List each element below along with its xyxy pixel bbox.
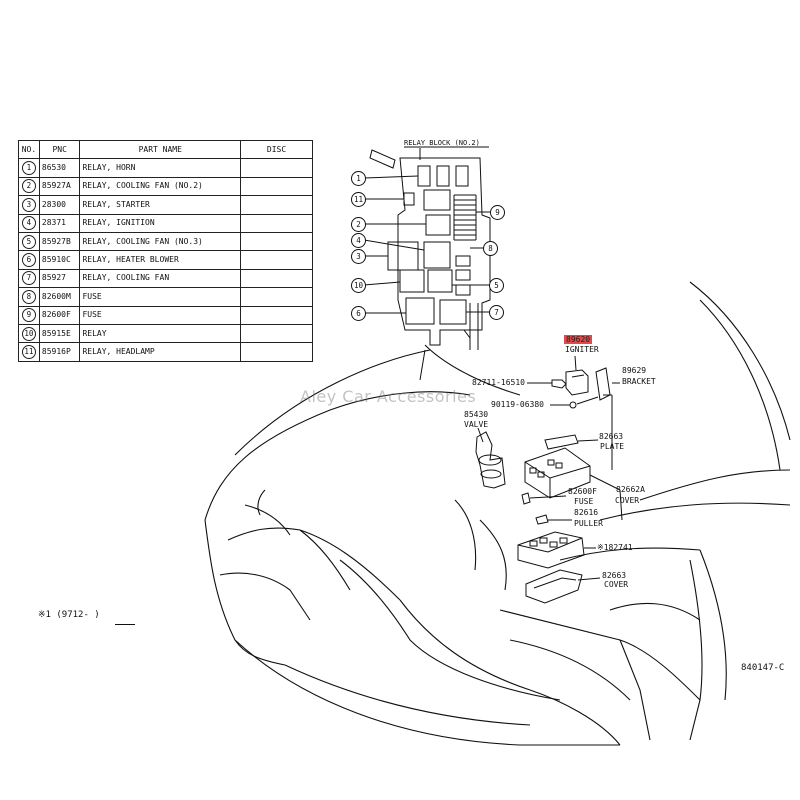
relay-block-latch [369, 149, 396, 169]
row-disc [240, 342, 313, 362]
relay-callout: 4 [351, 233, 366, 248]
row-number: 11 [18, 342, 40, 362]
footnote: ※1 (9712- ) [38, 610, 100, 620]
nut-pnc: 90119-06380 [491, 400, 544, 409]
puller [535, 514, 549, 525]
row-number-circle: 7 [21, 271, 36, 286]
row-number-circle: 5 [21, 234, 36, 249]
fuse-label: FUSE [574, 497, 594, 506]
row-number: 1 [18, 158, 40, 178]
cover-b-pnc: 82663 [602, 571, 627, 580]
bracket-pnc: 89629 [622, 366, 647, 375]
fuse [521, 492, 531, 505]
valve-pnc: 85430 [464, 410, 489, 419]
relay-callout-leaders [363, 175, 490, 314]
lower-cover [525, 569, 601, 604]
igniter [565, 369, 589, 396]
row-pnc: 85916P [38, 342, 81, 362]
igniter-assembly [527, 355, 620, 470]
row-number-circle: 2 [21, 179, 36, 194]
relay-callout: 8 [483, 241, 498, 256]
fuse-block [517, 531, 596, 569]
row-number-circle: 9 [21, 308, 36, 323]
block-pnc: ※182741 [597, 543, 633, 552]
igniter-pnc-highlight: 89620 [564, 335, 593, 344]
relay-callout: 10 [351, 278, 366, 293]
relay-callout: 1 [351, 171, 366, 186]
relay-callout: 2 [351, 217, 366, 232]
vehicle-outline [204, 281, 791, 746]
relay-callout: 6 [351, 306, 366, 321]
relay-block-fuse-strip [453, 194, 477, 241]
bolt [551, 379, 567, 389]
puller-pnc: 82616 [574, 508, 599, 517]
relay-callout: 9 [490, 205, 505, 220]
row-number-circle: 4 [21, 216, 36, 231]
igniter-pnc: 89620 [564, 335, 593, 344]
table-header-row: NO. PNC PART NAME DISC [18, 139, 313, 160]
row-number-circle: 6 [21, 253, 36, 268]
relay-callout: 7 [489, 305, 504, 320]
row-number-circle: 10 [21, 326, 36, 341]
row-number-circle: 1 [21, 161, 36, 176]
watermark: Aley Car Accessories [300, 387, 477, 406]
bolt-pnc: 82711-16510 [472, 378, 525, 387]
row-number: 4 [18, 213, 40, 233]
footnote-underline [115, 624, 135, 625]
plate-label: PLATE [600, 442, 625, 451]
bracket-label: BRACKET [622, 377, 656, 386]
cover-a-pnc: 82662A [616, 485, 645, 494]
cover-a-label: COVER [615, 496, 640, 505]
plate [544, 434, 579, 450]
nut [569, 401, 577, 409]
relay-block-housing [397, 157, 491, 346]
plate-pnc: 82663 [599, 432, 624, 441]
fuse-cover [524, 447, 623, 521]
relay-block-title: RELAY BLOCK (NO.2) [404, 139, 480, 147]
relay-block: RELAY BLOCK (NO.2) [363, 139, 491, 381]
puller-label: PULLER [574, 519, 603, 528]
cover-b-label: COVER [604, 580, 629, 589]
valve [475, 427, 506, 489]
drawing-number: 840147-C [741, 663, 785, 673]
fuse-pnc: 82600F [568, 487, 597, 496]
relay-callout: 5 [489, 278, 504, 293]
relay-callout: 11 [351, 192, 366, 207]
row-number-circle: 11 [21, 344, 36, 359]
valve-label: VALVE [464, 420, 489, 429]
igniter-label: IGNITER [565, 345, 599, 354]
relay-callout: 3 [351, 249, 366, 264]
row-number: 9 [18, 305, 40, 325]
row-number-circle: 3 [21, 197, 36, 212]
row-number-circle: 8 [21, 289, 36, 304]
